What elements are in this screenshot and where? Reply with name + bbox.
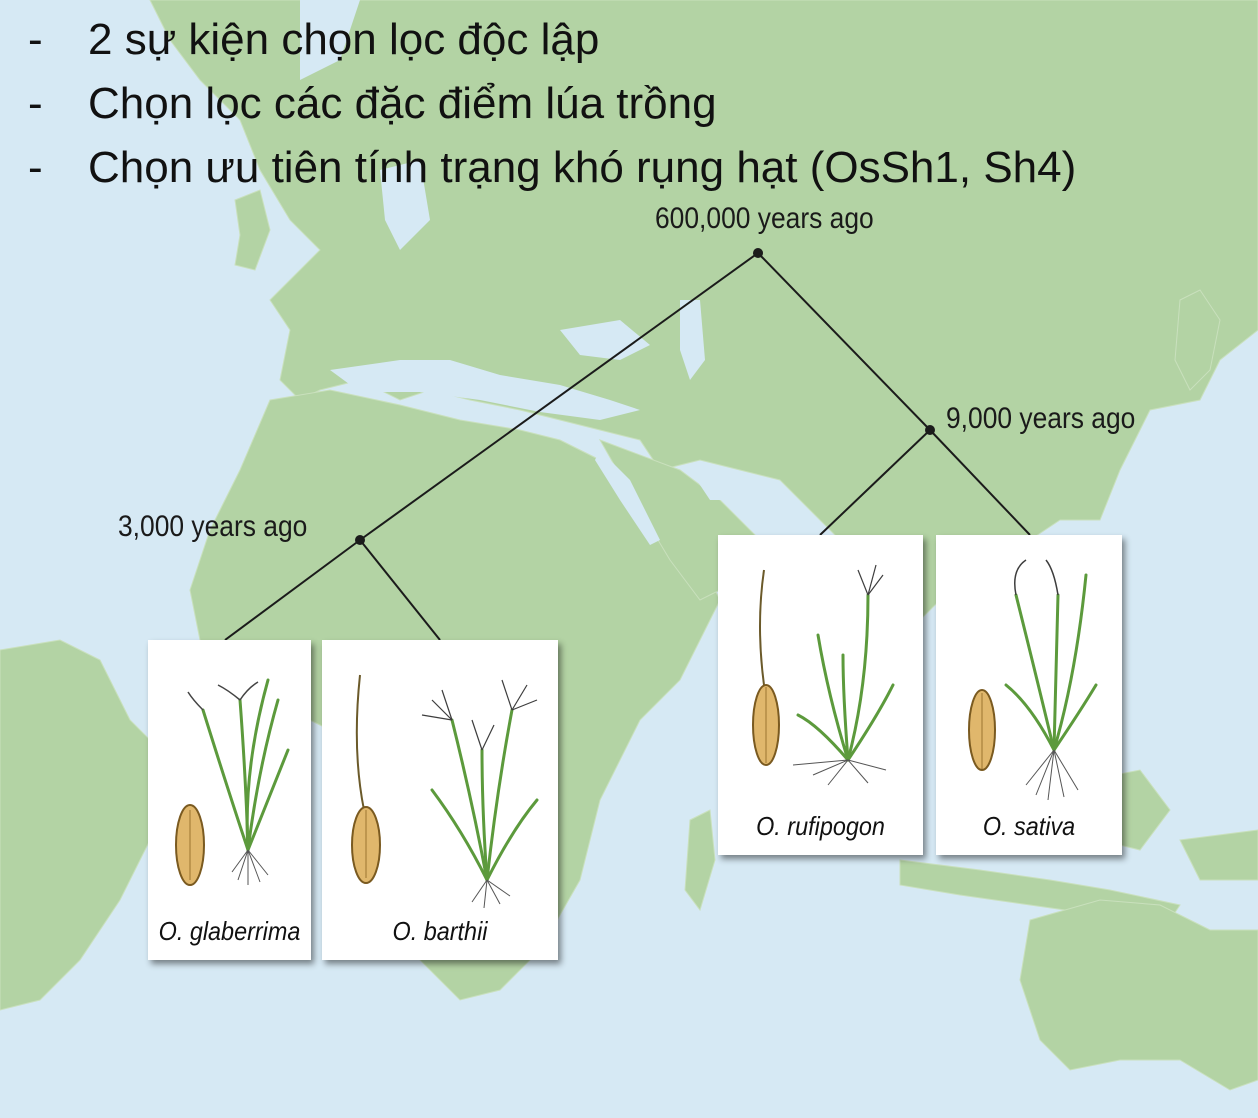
species-name-glaberrima: O. glaberrima (156, 916, 303, 947)
awn-icon (760, 570, 764, 685)
glaberrima-plant-illustration (148, 640, 311, 960)
root-node-label: 600,000 years ago (655, 202, 874, 236)
species-name-sativa: O. sativa (945, 811, 1112, 842)
african-node-dot (355, 535, 365, 545)
species-name-barthii: O. barthii (334, 916, 546, 947)
species-card-glaberrima: O. glaberrima (148, 640, 311, 960)
barthii-plant-illustration (322, 640, 558, 960)
african-node-label: 3,000 years ago (118, 510, 307, 544)
branch-african-to-glaberrima (225, 540, 360, 640)
branch-root-to-asian-node (758, 253, 930, 430)
root-node-dot (753, 248, 763, 258)
sativa-plant-illustration (936, 535, 1122, 855)
branch-root-to-african-node (360, 253, 758, 540)
species-card-sativa: O. sativa (936, 535, 1122, 855)
asian-node-label: 9,000 years ago (946, 402, 1135, 436)
branch-asian-to-sativa (930, 430, 1030, 535)
asian-node-dot (925, 425, 935, 435)
branch-asian-to-rufipogon (820, 430, 930, 535)
branch-african-to-barthii (360, 540, 440, 640)
species-card-rufipogon: O. rufipogon (718, 535, 923, 855)
awn-icon (357, 675, 364, 810)
species-name-rufipogon: O. rufipogon (728, 811, 913, 842)
species-card-barthii: O. barthii (322, 640, 558, 960)
rufipogon-plant-illustration (718, 535, 923, 855)
